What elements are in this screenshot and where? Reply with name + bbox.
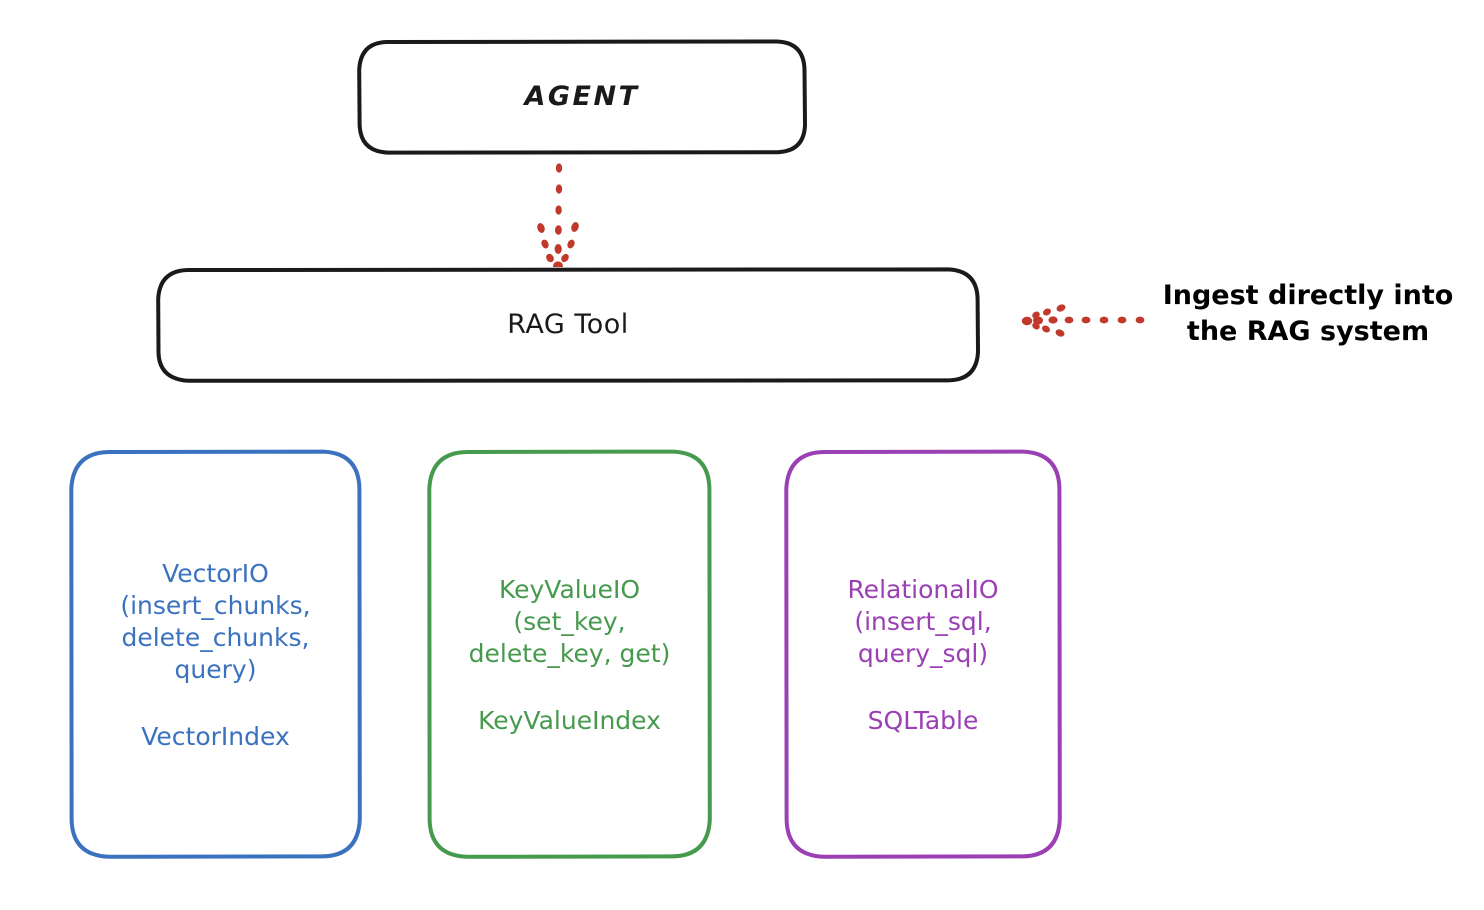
vectorio-node[interactable]: VectorIO (insert_chunks, delete_chunks, …	[69, 449, 362, 859]
ingest-annotation-text: Ingest directly into the RAG system	[1162, 280, 1454, 347]
agent-to-rag-tool-arrow	[537, 163, 579, 271]
keyvalueio-node-secondary-label: KeyValueIndex	[478, 705, 661, 735]
relationalio-node-label: RelationalIO (insert_sql, query_sql)	[847, 574, 999, 668]
relationalio-node-secondary-label: SQLTable	[867, 705, 979, 735]
keyvalueio-node[interactable]: KeyValueIO (set_key, delete_key, get) Ke…	[427, 449, 712, 859]
rag-tool-node-label: RAG Tool	[507, 308, 629, 340]
agent-node[interactable]: AGENT	[357, 39, 807, 155]
rag-tool-node[interactable]: RAG Tool	[156, 267, 980, 383]
vectorio-node-label: VectorIO (insert_chunks, delete_chunks, …	[120, 558, 311, 684]
keyvalueio-node-label: KeyValueIO (set_key, delete_key, get)	[468, 574, 671, 668]
agent-node-label: AGENT	[524, 80, 640, 112]
ingest-into-rag-tool-arrow	[1021, 304, 1145, 337]
vectorio-node-secondary-label: VectorIndex	[141, 721, 290, 751]
relationalio-node[interactable]: RelationalIO (insert_sql, query_sql) SQL…	[784, 449, 1062, 859]
